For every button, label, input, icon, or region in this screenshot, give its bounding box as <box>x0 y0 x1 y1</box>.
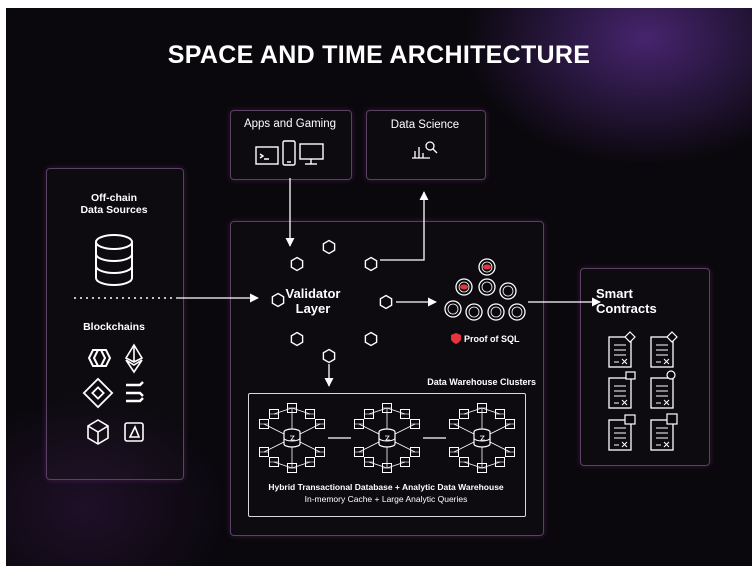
warehouse-cluster-2 <box>355 404 420 473</box>
proof-of-sql-coins <box>444 258 526 321</box>
validator-layer-label: Validator Layer <box>285 286 341 316</box>
hybrid-db-label: Hybrid Transactional Database + Analytic… <box>268 482 504 492</box>
warehouse-cluster-1 <box>260 404 325 473</box>
binance-icon <box>82 377 114 409</box>
data-science-chart-icon <box>412 141 438 159</box>
validator-nodes <box>271 239 393 364</box>
warehouse-cluster-3 <box>450 404 515 473</box>
data-science-label: Data Science <box>390 119 460 131</box>
offchain-panel <box>46 168 184 480</box>
ethereum-icon <box>124 343 144 374</box>
warehouse-box <box>248 393 526 517</box>
apps-label: Apps and Gaming <box>243 118 337 130</box>
proof-shield-icon <box>451 333 461 344</box>
smart-contracts-label: Smart Contracts <box>596 286 657 316</box>
smart-contracts-panel <box>580 268 710 466</box>
blockchains-label: Blockchains <box>83 321 145 333</box>
page-title: SPACE AND TIME ARCHITECTURE <box>167 41 591 69</box>
apps-devices-icon <box>255 140 324 166</box>
diagram-canvas: SPACE AND TIME ARCHITECTURE Off-chain Da… <box>6 8 752 566</box>
warehouse-clusters-label: Data Warehouse Clusters <box>427 377 536 387</box>
validator-to-data-science-arrow <box>380 191 429 261</box>
inmemory-label: In-memory Cache + Large Analytic Queries <box>304 494 468 504</box>
arweave-icon <box>124 422 144 442</box>
polygon-icon <box>87 349 112 367</box>
offchain-label: Off-chain Data Sources <box>80 192 148 216</box>
smart-contract-docs <box>608 331 678 451</box>
proof-of-sql-label: Proof of SQL <box>464 334 520 344</box>
solana-icon <box>126 381 144 403</box>
diagram-graphics <box>74 140 678 566</box>
database-icon <box>95 234 133 286</box>
core-panel <box>230 221 544 536</box>
apps-panel <box>230 110 352 180</box>
filecoin-cube-icon <box>87 419 109 445</box>
data-science-panel <box>366 110 486 180</box>
